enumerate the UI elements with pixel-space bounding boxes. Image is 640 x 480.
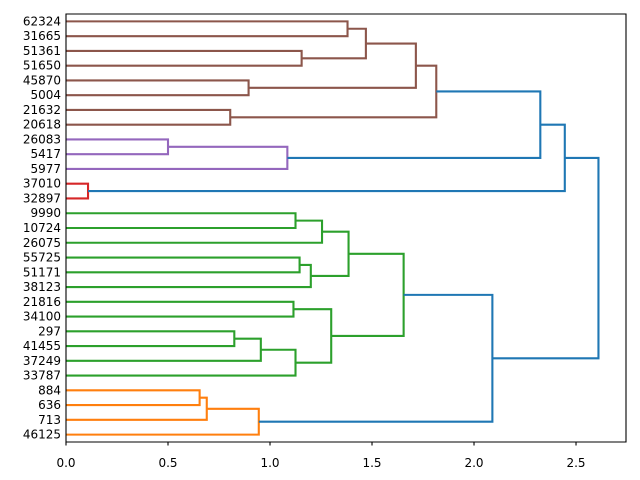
dendrogram-link: [66, 20, 349, 38]
leaf-label: 62324: [23, 14, 61, 28]
x-tick-label: 1.0: [260, 456, 279, 470]
leaf-label-layer: 6232431665513615165045870500421632206182…: [23, 14, 61, 441]
x-tick-label: 1.5: [362, 456, 381, 470]
dendrogram-link: [287, 90, 542, 159]
leaf-label: 55725: [23, 251, 61, 265]
leaf-label: 45870: [23, 73, 61, 87]
leaf-label: 33787: [23, 369, 61, 383]
leaf-label: 636: [38, 398, 61, 412]
leaf-label: 41455: [23, 339, 61, 353]
leaf-label: 21632: [23, 103, 61, 117]
leaf-label: 26083: [23, 132, 61, 146]
leaf-label: 51171: [23, 265, 61, 279]
dendrogram-link: [293, 308, 333, 364]
axes-box: [65, 13, 627, 443]
leaf-label: 34100: [23, 310, 61, 324]
dendrogram-link: [66, 256, 301, 274]
leaf-label: 26075: [23, 236, 61, 250]
dendrogram-link: [66, 396, 208, 421]
dendrogram-link: [66, 145, 289, 171]
dendrogram-link: [66, 108, 232, 126]
x-tick-label: 0.5: [158, 456, 177, 470]
leaf-label: 51361: [23, 44, 61, 58]
dendrogram-link: [66, 49, 303, 67]
leaf-label: 20618: [23, 118, 61, 132]
leaf-label: 46125: [23, 428, 61, 442]
leaf-label: 21816: [23, 295, 61, 309]
leaf-label: 5977: [30, 162, 61, 176]
leaf-label: 51650: [23, 59, 61, 73]
leaf-label: 713: [38, 413, 61, 427]
dendrogram-link: [66, 138, 170, 156]
dendrogram-link: [248, 42, 417, 89]
x-tick-label: 0.0: [56, 456, 75, 470]
dendrogram-link: [66, 337, 262, 362]
leaf-label: 884: [38, 383, 61, 397]
leaf-label: 5417: [30, 147, 61, 161]
leaf-label: 5004: [30, 88, 61, 102]
dendrogram-link: [66, 348, 297, 377]
leaf-label: 32897: [23, 191, 61, 205]
dendrogram-link: [66, 300, 295, 318]
dendrogram-link: [301, 27, 367, 60]
leaf-label: 37249: [23, 354, 61, 368]
dendrogram-link: [66, 407, 260, 436]
dendrogram-link: [230, 64, 438, 119]
x-tick-labels: 0.0 0.5 1.0 1.5 2.0 2.5: [56, 456, 585, 470]
x-tick-label: 2.5: [566, 456, 585, 470]
leaf-label: 297: [38, 324, 61, 338]
dendrogram-link: [492, 156, 600, 360]
x-tick-marks: [65, 442, 577, 446]
leaf-label: 10724: [23, 221, 61, 235]
dendrogram-link: [331, 252, 405, 337]
link-layer: [66, 20, 600, 436]
dendrogram-link: [258, 293, 494, 423]
axes-spines: [65, 13, 627, 443]
dendrogram-link: [66, 263, 312, 289]
leaf-label: 38123: [23, 280, 61, 294]
dendrogram-link: [66, 79, 250, 97]
dendrogram-link: [66, 330, 236, 348]
leaf-label: 9990: [30, 206, 61, 220]
leaf-label: 31665: [23, 29, 61, 43]
dendrogram-link: [66, 212, 297, 230]
dendrogram-link: [66, 219, 324, 244]
x-tick-label: 2.0: [464, 456, 483, 470]
leaf-label: 37010: [23, 177, 61, 191]
dendrogram-link: [310, 230, 350, 278]
dendrogram-link: [66, 182, 90, 200]
dendrogram-link: [66, 389, 201, 407]
